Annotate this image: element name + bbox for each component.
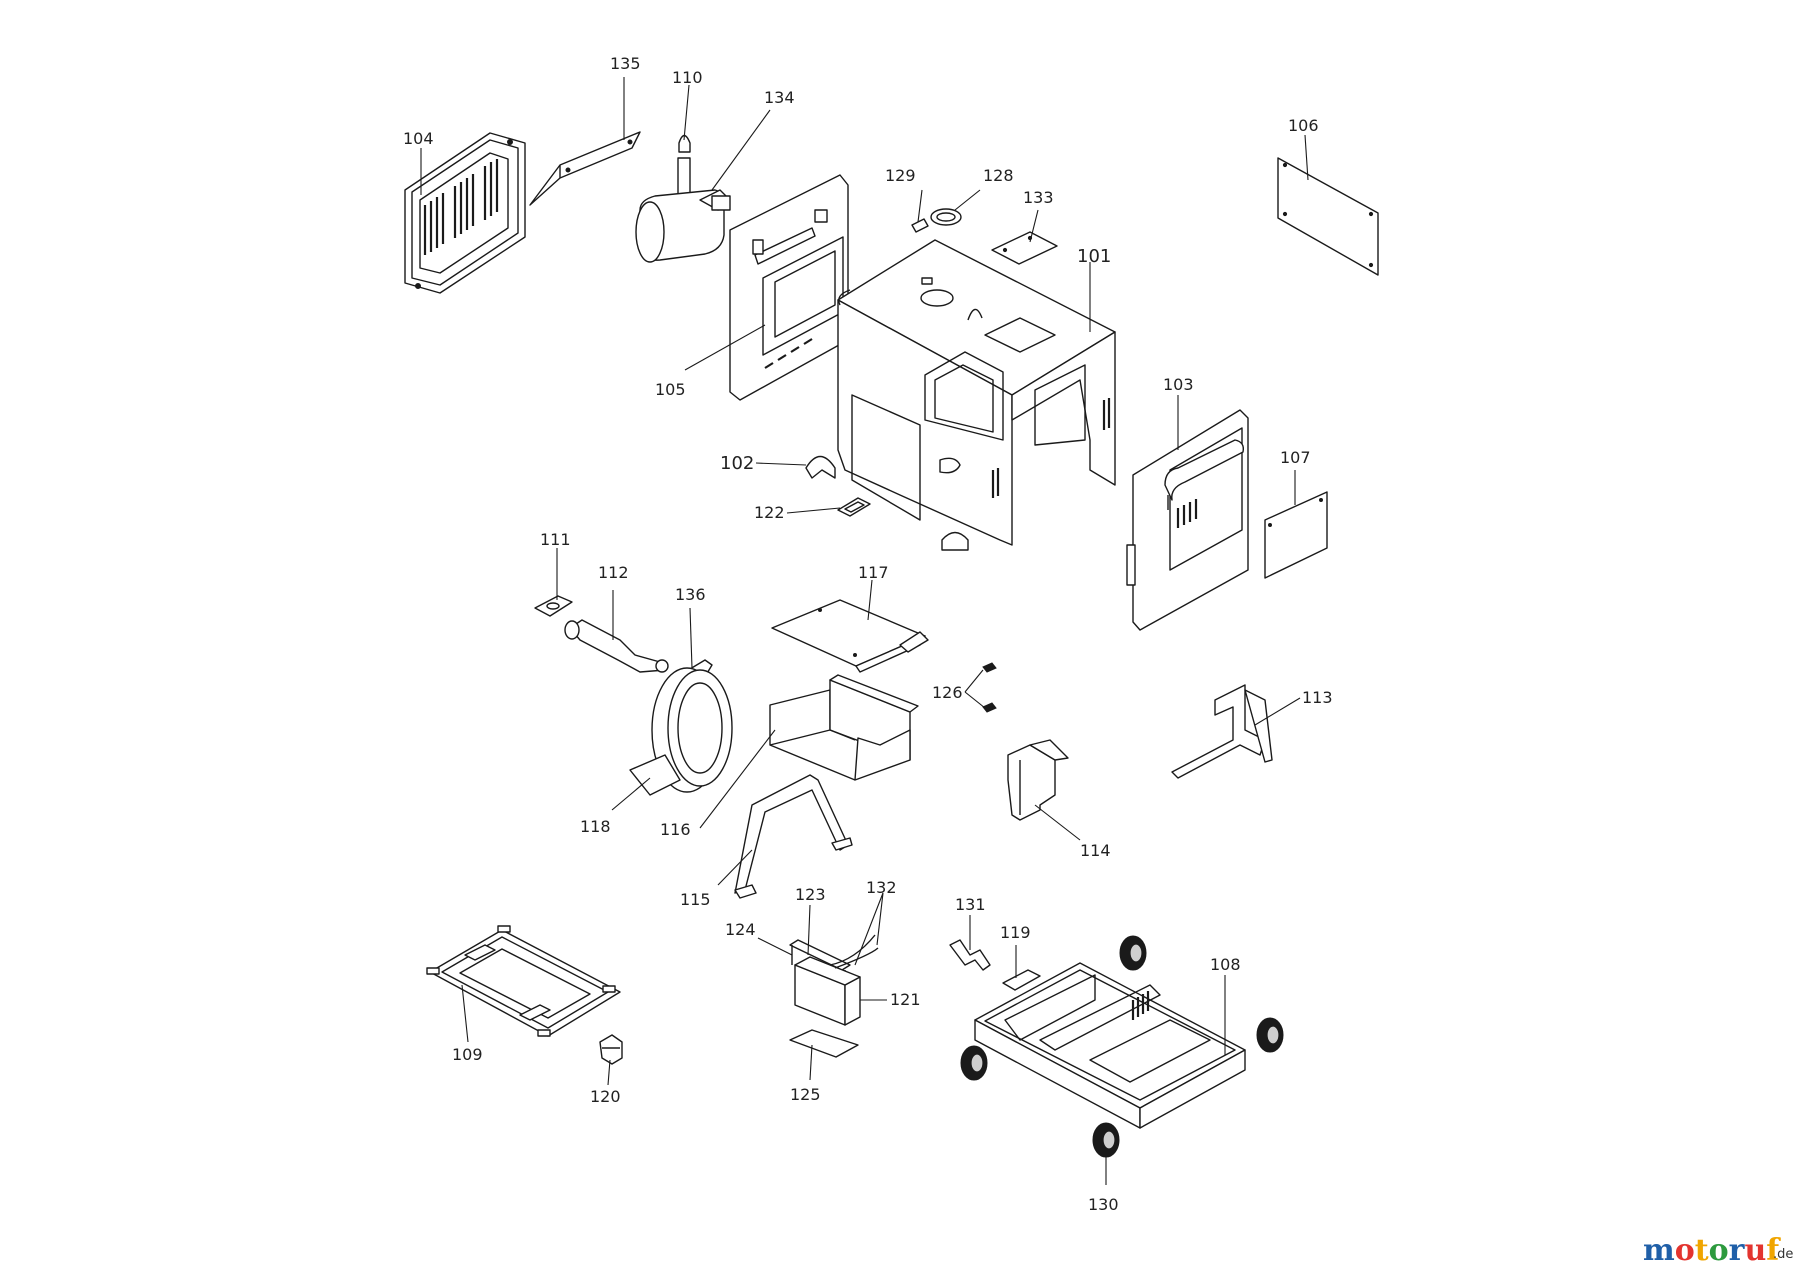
callout-130: 130 xyxy=(1088,1195,1119,1214)
callout-106: 106 xyxy=(1288,116,1319,135)
watermark-letter: r xyxy=(1729,1233,1746,1268)
watermark-letters: motoruf xyxy=(1643,1233,1781,1268)
motoruf-watermark-logo: motoruf .de xyxy=(1643,1233,1793,1268)
callout-125: 125 xyxy=(790,1085,821,1104)
callout-136: 136 xyxy=(675,585,706,604)
watermark-letter: t xyxy=(1695,1233,1709,1268)
part-109-base-frame[interactable] xyxy=(426,925,621,1037)
callout-122: 122 xyxy=(754,503,785,522)
callout-107: 107 xyxy=(1280,448,1311,467)
part-126-clips[interactable] xyxy=(982,662,997,713)
callout-123: 123 xyxy=(795,885,826,904)
callout-102: 102 xyxy=(720,453,754,474)
callout-103: 103 xyxy=(1163,375,1194,394)
part-132-battery-cables[interactable] xyxy=(829,934,879,969)
callout-labels: 101 102 103 104 105 106 107 108 109 110 … xyxy=(403,54,1333,1214)
callout-121: 121 xyxy=(890,990,921,1009)
callout-101: 101 xyxy=(1077,246,1111,267)
part-102-handle[interactable] xyxy=(805,455,836,479)
part-113-bracket[interactable] xyxy=(1171,684,1273,779)
part-103-rear-panel[interactable] xyxy=(1126,409,1249,631)
leader-lines xyxy=(420,77,1309,1185)
callout-118: 118 xyxy=(580,817,611,836)
watermark-letter: o xyxy=(1709,1233,1729,1268)
part-105-side-panel[interactable] xyxy=(729,174,849,401)
part-118-fan-shroud[interactable] xyxy=(629,667,733,796)
part-133-access-plate[interactable] xyxy=(991,231,1058,265)
callout-112: 112 xyxy=(598,563,629,582)
watermark-letter: f xyxy=(1766,1233,1781,1268)
part-120-clamp[interactable] xyxy=(599,1034,623,1065)
part-110-exhaust-tip[interactable] xyxy=(678,134,691,153)
part-117-tray[interactable] xyxy=(771,599,929,673)
callout-124: 124 xyxy=(725,920,756,939)
callout-126: 126 xyxy=(932,683,963,702)
callout-104: 104 xyxy=(403,129,434,148)
part-114-control-bracket[interactable] xyxy=(1007,739,1069,821)
watermark-suffix: .de xyxy=(1773,1247,1793,1262)
callout-110: 110 xyxy=(672,68,703,87)
callout-109: 109 xyxy=(452,1045,483,1064)
callout-113: 113 xyxy=(1302,688,1333,707)
part-107-small-plate[interactable] xyxy=(1264,491,1328,579)
part-122-gasket[interactable] xyxy=(837,497,871,517)
callout-116: 116 xyxy=(660,820,691,839)
callout-117: 117 xyxy=(858,563,889,582)
callout-132: 132 xyxy=(866,878,897,897)
callout-135: 135 xyxy=(610,54,641,73)
part-115-stand[interactable] xyxy=(734,774,853,899)
part-135-deflector[interactable] xyxy=(529,131,641,206)
callout-134: 134 xyxy=(764,88,795,107)
part-108-wheeled-frame[interactable] xyxy=(974,962,1246,1129)
callout-119: 119 xyxy=(1000,923,1031,942)
part-121-battery[interactable] xyxy=(794,956,861,1026)
callout-129: 129 xyxy=(885,166,916,185)
callout-120: 120 xyxy=(590,1087,621,1106)
part-131-bracket[interactable] xyxy=(949,939,991,971)
part-112-exhaust-pipe[interactable] xyxy=(564,619,669,673)
callout-111: 111 xyxy=(540,530,571,549)
callout-114: 114 xyxy=(1080,841,1111,860)
part-104-grille-panel[interactable] xyxy=(404,132,526,294)
part-125-battery-pad[interactable] xyxy=(789,1029,859,1058)
watermark-letter: o xyxy=(1675,1233,1695,1268)
part-101-canopy[interactable] xyxy=(837,239,1116,551)
callout-115: 115 xyxy=(680,890,711,909)
callout-128: 128 xyxy=(983,166,1014,185)
callout-108: 108 xyxy=(1210,955,1241,974)
part-134-muffler[interactable] xyxy=(635,157,731,263)
part-116-duct[interactable] xyxy=(769,674,919,781)
callout-131: 131 xyxy=(955,895,986,914)
watermark-letter: m xyxy=(1643,1233,1675,1268)
part-111-flange-gasket[interactable] xyxy=(534,595,573,617)
part-119-mounting-plate[interactable] xyxy=(1002,969,1041,991)
part-128-ring[interactable] xyxy=(930,208,962,226)
callout-133: 133 xyxy=(1023,188,1054,207)
part-129-clip[interactable] xyxy=(911,218,929,233)
part-106-flat-panel[interactable] xyxy=(1277,157,1379,276)
part-130-wheels[interactable] xyxy=(960,935,1284,1158)
watermark-letter: u xyxy=(1744,1233,1766,1268)
callout-105: 105 xyxy=(655,380,686,399)
